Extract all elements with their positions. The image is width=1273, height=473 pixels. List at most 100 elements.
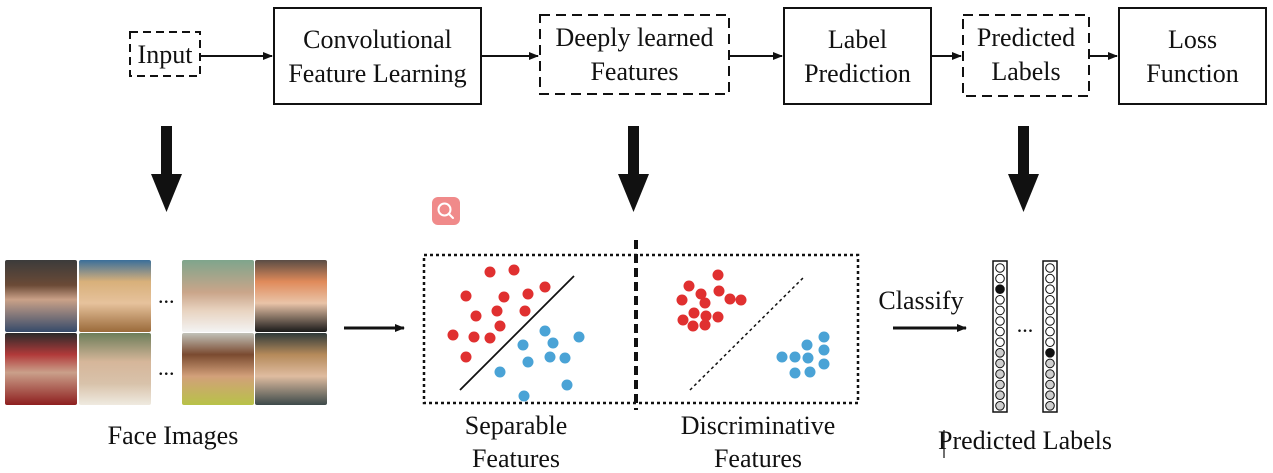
label-slot <box>995 305 1005 316</box>
face-image <box>79 333 151 405</box>
feature-point <box>776 351 788 363</box>
feature-point <box>519 305 531 317</box>
label-slot <box>1045 295 1055 305</box>
deep-features-box <box>539 14 730 95</box>
label-slot <box>995 273 1005 284</box>
feature-point <box>470 310 482 322</box>
feature-point <box>735 294 747 306</box>
faces-ellipsis-bottom: ... <box>158 355 175 380</box>
feature-point <box>539 325 551 337</box>
label-slot <box>995 401 1005 411</box>
label-slot <box>1045 348 1055 358</box>
feature-point <box>460 290 472 302</box>
label-prediction-box <box>783 7 932 105</box>
vectors-ellipsis: ... <box>1017 312 1034 337</box>
feature-point <box>522 356 534 368</box>
loss-function-box <box>1118 7 1267 105</box>
search-button[interactable] <box>432 197 460 225</box>
down-arrow-labels <box>1008 126 1039 212</box>
feature-point <box>484 332 496 344</box>
discriminative-line1: Discriminative <box>681 411 836 440</box>
feature-point <box>547 337 559 349</box>
feature-point <box>724 293 736 305</box>
input-label: Input <box>138 40 194 69</box>
label-slot <box>1045 337 1055 348</box>
feature-dots <box>447 264 830 402</box>
feature-point <box>712 269 724 281</box>
classify-label: Classify <box>878 286 963 315</box>
label-slot <box>1045 316 1055 326</box>
label-slot <box>995 369 1005 379</box>
discriminative-line2: Features <box>714 444 802 473</box>
separable-boundary <box>459 275 575 391</box>
feature-point <box>460 351 472 363</box>
predlabels-line1: Predicted <box>977 23 1075 52</box>
face-image <box>255 260 327 332</box>
label-slot <box>1045 326 1055 337</box>
face-image <box>79 260 151 332</box>
conv-label-line2: Feature Learning <box>288 59 466 88</box>
feature-point <box>818 344 830 356</box>
label-slot <box>1045 284 1055 295</box>
feature-point <box>683 280 695 292</box>
predicted-labels-caption: Predicted Labels <box>938 426 1112 455</box>
labelpred-line1: Label <box>828 25 887 54</box>
label-slot <box>1045 263 1055 273</box>
feature-point <box>712 311 724 323</box>
feature-point <box>522 288 534 300</box>
labelpred-line2: Prediction <box>804 59 911 88</box>
face-images-label: Face Images <box>108 421 239 450</box>
input-box <box>129 31 201 77</box>
feature-point <box>559 352 571 364</box>
face-image <box>5 260 77 332</box>
label-slot <box>995 390 1005 401</box>
label-slot <box>995 295 1005 305</box>
feature-point <box>544 351 556 363</box>
feature-point <box>802 352 814 364</box>
label-slot <box>1045 379 1055 390</box>
discriminative-boundary <box>689 275 806 391</box>
feature-point <box>447 329 459 341</box>
feature-point <box>491 305 503 317</box>
feature-point <box>789 351 801 363</box>
feature-point <box>699 297 711 309</box>
feature-point <box>801 339 813 351</box>
down-arrow-features <box>618 126 649 212</box>
label-vector <box>992 260 1008 413</box>
feature-point <box>677 314 689 326</box>
label-slot <box>995 337 1005 348</box>
down-arrow-faces <box>151 126 182 212</box>
feature-point <box>573 331 585 343</box>
feature-point <box>804 366 816 378</box>
feature-point <box>818 331 830 343</box>
feature-point <box>539 281 551 293</box>
feature-point <box>818 358 830 370</box>
separable-line1: Separable <box>465 411 568 440</box>
feature-point <box>498 291 510 303</box>
label-slot <box>1045 305 1055 316</box>
label-slot <box>995 284 1005 295</box>
label-slot <box>1045 358 1055 369</box>
conv-label-line1: Convolutional <box>303 25 452 54</box>
feature-point <box>700 310 712 322</box>
feature-point <box>494 366 506 378</box>
feature-point <box>699 319 711 331</box>
label-slot <box>995 316 1005 326</box>
feature-point <box>561 379 573 391</box>
deep-label-line2: Features <box>590 57 678 86</box>
separable-line2: Features <box>472 444 560 473</box>
label-slot <box>1045 401 1055 411</box>
face-image <box>5 333 77 405</box>
label-slot <box>995 348 1005 358</box>
label-vector <box>1042 260 1058 413</box>
feature-point <box>517 339 529 351</box>
feature-point <box>713 285 725 297</box>
feature-point <box>789 367 801 379</box>
feature-space-box <box>422 253 860 405</box>
search-icon <box>437 202 454 219</box>
faces-ellipsis-top: ... <box>158 283 175 308</box>
label-slot <box>995 263 1005 273</box>
face-image <box>182 333 254 405</box>
face-image <box>182 260 254 332</box>
